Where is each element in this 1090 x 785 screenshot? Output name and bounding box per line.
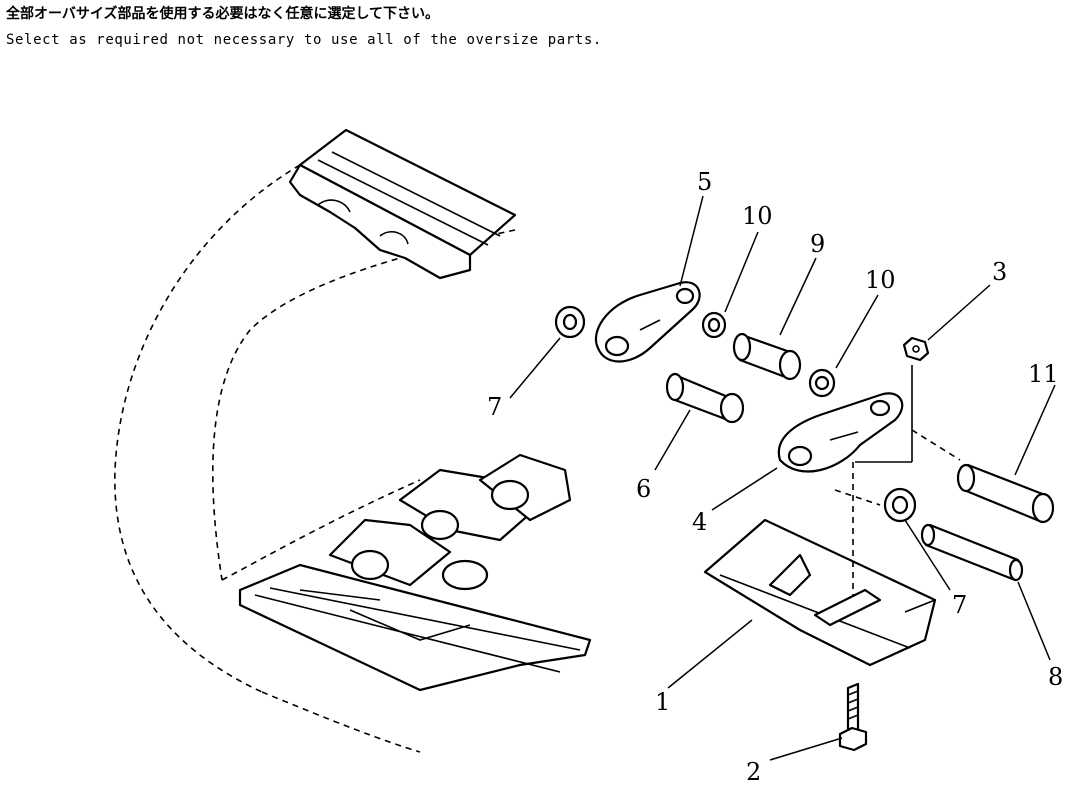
callout-7-lower: 7 [952, 591, 967, 619]
callout-4: 4 [692, 508, 707, 536]
part-nut-3 [902, 336, 930, 362]
part-link-4 [777, 392, 904, 473]
part-seal-10-lower [808, 368, 836, 398]
callout-10-lower: 10 [865, 266, 896, 294]
part-seal-10-upper [701, 311, 727, 339]
callout-9: 9 [810, 230, 825, 258]
part-pin-11 [956, 463, 1055, 524]
track-shoe-top [288, 128, 517, 280]
part-pin-8 [920, 523, 1024, 582]
assembly-lines [834, 365, 961, 595]
note-japanese: 全部オーバサイズ部品を使用する必要はなく任意に選定して下さい。 [6, 6, 440, 22]
part-washer-7-lower [883, 487, 917, 523]
part-shoe-1 [703, 518, 937, 667]
note-english: Select as required not necessary to use … [6, 32, 602, 48]
callout-10-upper: 10 [742, 202, 773, 230]
callout-8: 8 [1048, 663, 1063, 691]
part-bolt-2 [838, 682, 868, 752]
part-bushing-9 [732, 332, 802, 381]
part-bushing-6 [665, 372, 745, 424]
callout-1: 1 [655, 688, 670, 716]
callout-7-upper: 7 [487, 393, 502, 421]
part-washer-7-upper [554, 305, 586, 339]
leader-lines [509, 195, 1056, 761]
callout-2: 2 [746, 758, 761, 785]
callout-6: 6 [636, 475, 651, 503]
part-link-5 [594, 281, 701, 363]
callout-3: 3 [992, 258, 1007, 286]
assembled-chain-segment [238, 453, 592, 692]
callout-5: 5 [697, 168, 712, 196]
callout-11: 11 [1028, 360, 1059, 388]
